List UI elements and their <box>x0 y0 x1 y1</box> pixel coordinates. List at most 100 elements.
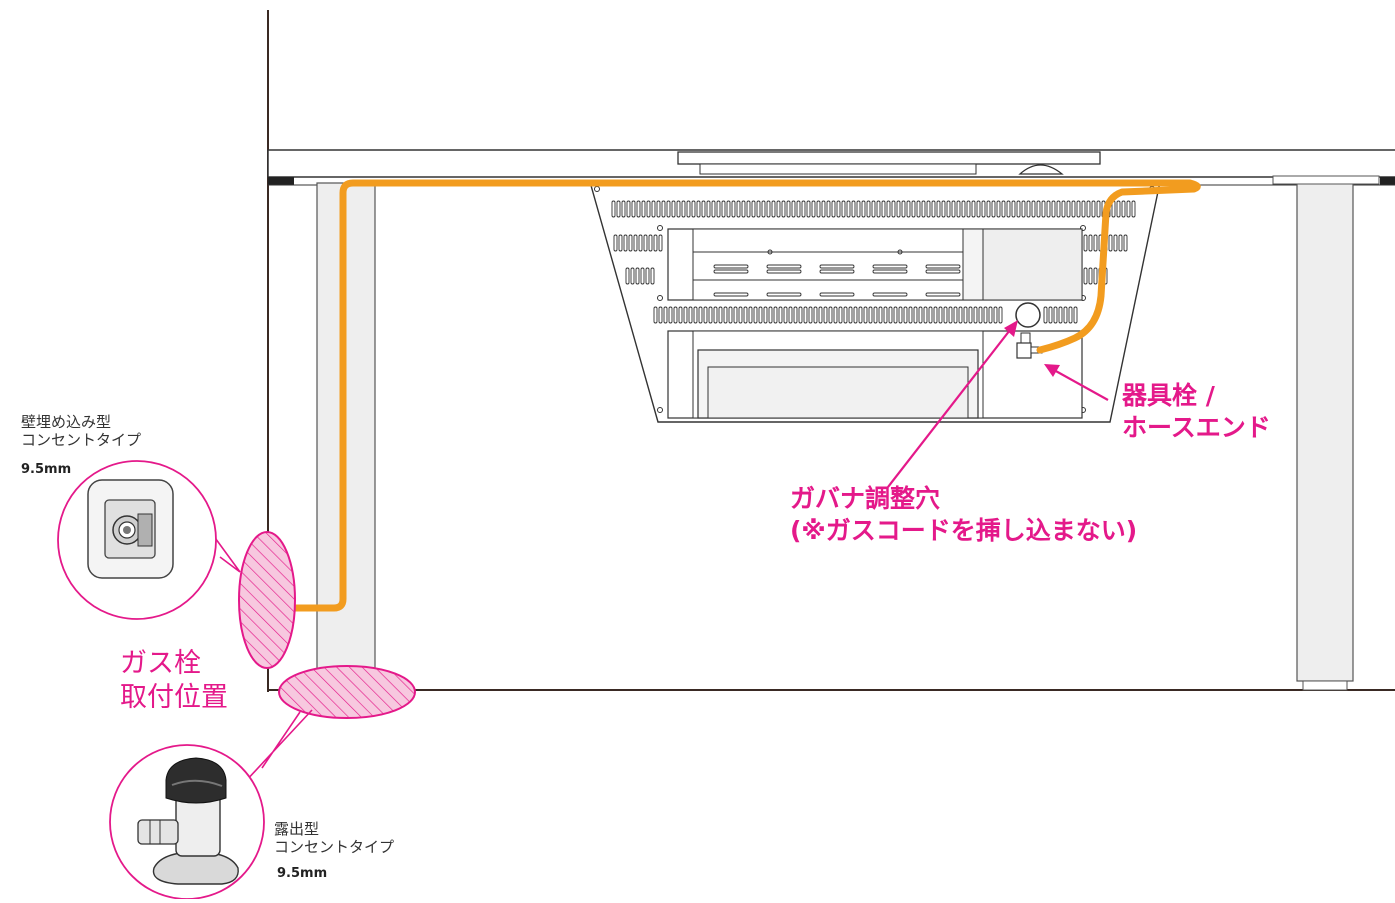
vent-slot <box>651 200 656 218</box>
vent-slot <box>1126 200 1131 218</box>
vent-slot <box>733 306 738 324</box>
vent-slot <box>638 234 643 252</box>
vent-slot <box>898 306 903 324</box>
vent-slot <box>968 306 973 324</box>
built-in-cooktop-unit <box>589 181 1161 423</box>
vent-slot <box>826 200 831 218</box>
vent-slot <box>671 200 676 218</box>
vent-slot <box>953 306 958 324</box>
wall-outlet-size: 9.5mm <box>21 462 72 477</box>
vent-slot <box>1088 234 1093 252</box>
exposed-outlet-size: 9.5mm <box>277 866 328 881</box>
vent-slot <box>635 267 640 285</box>
vent-slot <box>1096 200 1101 218</box>
grill-slot <box>713 269 749 274</box>
vent-slot <box>1073 306 1078 324</box>
vent-slot <box>771 200 776 218</box>
vent-slot <box>718 306 723 324</box>
vent-slot <box>796 200 801 218</box>
vent-slot <box>768 306 773 324</box>
vent-slot <box>613 234 618 252</box>
vent-slot <box>813 306 818 324</box>
vent-slot <box>653 306 658 324</box>
vent-slot <box>753 306 758 324</box>
vent-slot <box>863 306 868 324</box>
vent-slot <box>1113 234 1118 252</box>
vent-slot <box>668 306 673 324</box>
grill-slots <box>713 264 961 297</box>
vent-slot <box>1083 267 1088 285</box>
vent-slot <box>1036 200 1041 218</box>
grill-slot <box>766 269 802 274</box>
vent-slot <box>791 200 796 218</box>
governor-hole-label: ガバナ調整穴 (※ガスコードを挿し込まない) <box>790 483 1137 547</box>
vent-slot <box>621 200 626 218</box>
vent-slot <box>636 200 641 218</box>
vent-slot <box>823 306 828 324</box>
vent-slot <box>703 306 708 324</box>
vent-slot <box>1006 200 1011 218</box>
vent-slot <box>1123 234 1128 252</box>
vent-slot <box>781 200 786 218</box>
vent-slot <box>1121 200 1126 218</box>
exposed-valve-icon <box>137 757 239 885</box>
vent-slot <box>731 200 736 218</box>
vent-slot <box>645 267 650 285</box>
vent-slot <box>1066 200 1071 218</box>
leader-arrows <box>887 320 1109 488</box>
cabinet-leg-right <box>1296 182 1354 682</box>
vent-slot <box>663 306 668 324</box>
vent-slot <box>1056 200 1061 218</box>
vent-slot <box>751 200 756 218</box>
vent-slot <box>713 306 718 324</box>
vent-slot <box>686 200 691 218</box>
vent-slot <box>983 306 988 324</box>
vent-slot <box>1053 306 1058 324</box>
cooktop-top <box>677 151 1101 175</box>
vent-slot <box>808 306 813 324</box>
vent-slot <box>908 306 913 324</box>
wall-outlet-label: 壁埋め込み型 コンセントタイプ <box>21 413 141 449</box>
vent-slot <box>1063 306 1068 324</box>
vent-slot <box>616 200 621 218</box>
vent-slot <box>996 200 1001 218</box>
vent-slot <box>628 234 633 252</box>
vent-slot <box>843 306 848 324</box>
vent-slot <box>653 234 658 252</box>
vent-slot <box>691 200 696 218</box>
vent-slot <box>696 200 701 218</box>
vent-slot <box>928 306 933 324</box>
vent-slot <box>991 200 996 218</box>
gas-valve-line2: 取付位置 <box>120 681 228 713</box>
grill-slot <box>925 264 961 269</box>
vent-slot <box>923 306 928 324</box>
vent-slot <box>816 200 821 218</box>
vent-slot <box>868 306 873 324</box>
vent-slot <box>866 200 871 218</box>
vent-slot <box>948 306 953 324</box>
vent-slot <box>1093 234 1098 252</box>
vent-slots-left-upper <box>613 234 663 252</box>
governor-hole <box>1015 302 1041 328</box>
vent-slot <box>783 306 788 324</box>
vent-slot <box>861 200 866 218</box>
vent-slot <box>1081 200 1086 218</box>
vent-slot <box>966 200 971 218</box>
vent-slot <box>878 306 883 324</box>
vent-slot <box>1076 200 1081 218</box>
vent-slot <box>658 306 663 324</box>
vent-slot <box>741 200 746 218</box>
vent-slot <box>1088 267 1093 285</box>
grill-slot <box>713 264 749 269</box>
vent-slot <box>978 306 983 324</box>
vent-slot <box>888 306 893 324</box>
vent-slot <box>683 306 688 324</box>
vent-slot <box>873 306 878 324</box>
vent-slot <box>758 306 763 324</box>
vent-slot <box>701 200 706 218</box>
grill-slot <box>925 292 961 297</box>
vent-slot <box>931 200 936 218</box>
vent-slot <box>828 306 833 324</box>
vent-slot <box>706 200 711 218</box>
